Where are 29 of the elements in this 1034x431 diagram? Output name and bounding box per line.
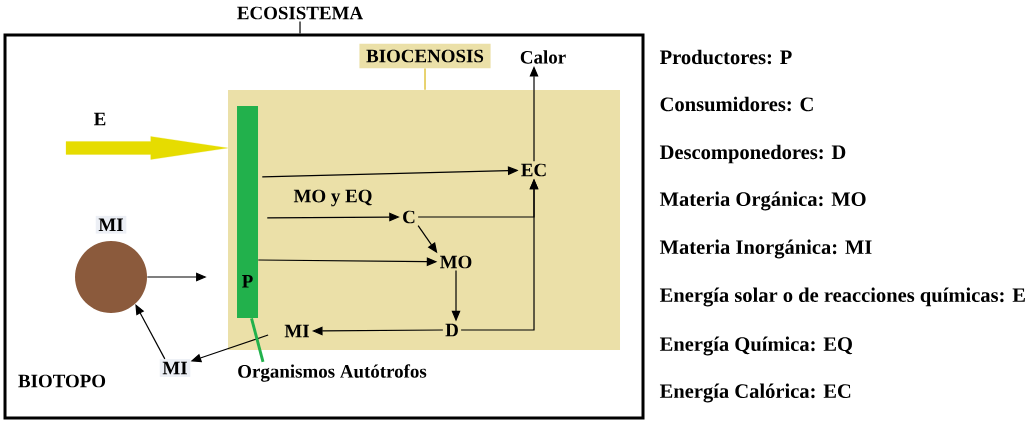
text-label: ECOSISTEMA — [237, 6, 363, 20]
arrow — [529, 66, 539, 162]
text-label: Calor — [520, 50, 566, 64]
text-label: EC — [521, 163, 546, 177]
key-text: Consumidores: C — [660, 96, 813, 112]
text-label: BIOTOPO — [18, 374, 106, 388]
leader-line — [424, 68, 426, 91]
text-label: C — [403, 210, 415, 224]
frame-box — [3, 33, 645, 420]
circle-label: MI — [95, 215, 127, 234]
text-label: Organismos Autótrofos — [238, 364, 427, 382]
block-arrow — [65, 136, 228, 160]
key-text: Materia Orgánica: MO — [659, 191, 866, 211]
key-text: Energía Calórica: EC — [659, 383, 851, 403]
text-label: MI — [284, 324, 309, 338]
edge-label: E — [85, 108, 115, 130]
leader-line — [299, 21, 301, 35]
text-label: D — [445, 323, 458, 337]
key-text: Descomponedores: D — [659, 144, 846, 164]
key-text: Energía solar o de reacciones químicas: E — [659, 287, 1025, 307]
text-label: MI — [159, 359, 191, 377]
area-box — [228, 90, 620, 350]
label-box: BIOCENOSIS — [359, 43, 491, 69]
arrow — [135, 304, 166, 360]
bar: P — [237, 106, 258, 318]
key-text: Productores: P — [659, 49, 792, 65]
key-text: Materia Inorgánica: MI — [659, 239, 872, 259]
text-label: MO — [440, 255, 472, 269]
key-text: Energía Química: EQ — [659, 336, 853, 356]
